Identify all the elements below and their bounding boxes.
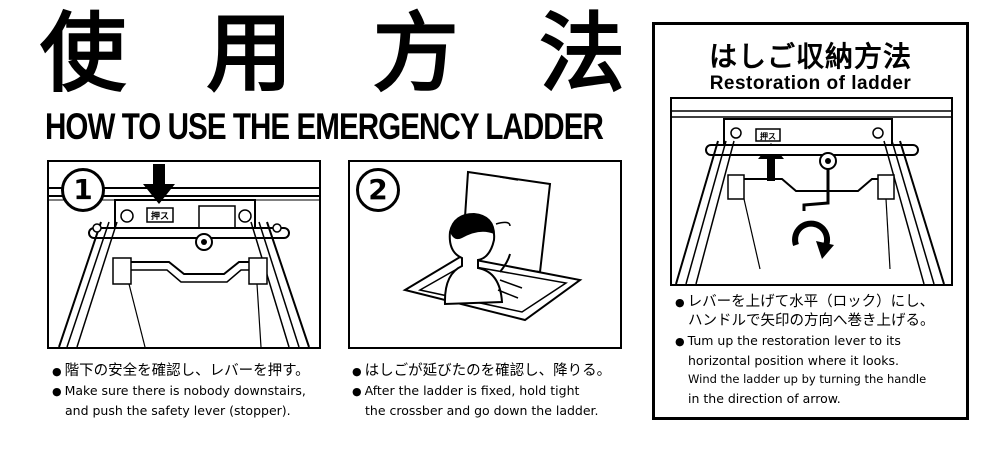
bullet-icon: ● (675, 296, 685, 309)
restoration-caption-en-4: in the direction of arrow. (688, 391, 841, 406)
restoration-caption-jp-1: レバーを上げて水平（ロック）にし、 (687, 294, 935, 310)
step-2-caption-en-2: the crossber and go down the ladder. (365, 403, 599, 418)
restoration-caption-en-2: horizontal position where it looks. (688, 353, 900, 368)
bullet-icon: ● (352, 385, 362, 398)
title-char-3: 方 (372, 4, 459, 104)
title-char-4: 法 (538, 4, 625, 104)
step-2-illustration: 2 (348, 160, 622, 349)
restoration-caption: ●レバーを上げて水平（ロック）にし、 ハンドルで矢印の方向へ巻き上げる。 ●Tu… (675, 293, 935, 408)
bullet-icon: ● (675, 335, 685, 348)
step-2-caption-jp: はしごが延びたのを確認し、降りる。 (364, 363, 612, 379)
restoration-caption-jp-2: ハンドルで矢印の方向へ巻き上げる。 (688, 313, 935, 329)
step-number-1: 1 (61, 168, 105, 212)
restoration-push-tag: 押ス (760, 131, 776, 141)
restoration-section: はしご収納方法 Restoration of ladder 押ス (652, 22, 969, 420)
step-1-caption: ●階下の安全を確認し、レバーを押す。 ●Make sure there is n… (52, 362, 310, 420)
bullet-icon: ● (52, 365, 62, 378)
step-1-caption-en-1: Make sure there is nobody downstairs, (64, 383, 306, 398)
page-title-jp: 使 用 方 法 (40, 6, 625, 102)
restoration-title-jp: はしご収納方法 (708, 40, 912, 73)
restoration-illustration: 押ス (670, 97, 953, 286)
page-title-en: HOW TO USE THE EMERGENCY LADDER (45, 106, 604, 147)
bullet-icon: ● (352, 365, 362, 378)
hatch-mechanism-drawing: 押ス (49, 164, 319, 347)
restoration-caption-en-3: Wind the ladder up by turning the handle (688, 372, 927, 386)
bullet-icon: ● (52, 385, 62, 398)
restoration-mechanism-drawing: 押ス (672, 110, 951, 284)
step-1-illustration: 押ス 1 (47, 160, 321, 349)
step-1-caption-en-2: and push the safety lever (stopper). (65, 403, 291, 418)
step-1-caption-jp: 階下の安全を確認し、レバーを押す。 (64, 363, 310, 379)
step-number-2: 2 (356, 168, 400, 212)
restoration-caption-en-1: Tum up the restoration lever to its (687, 333, 901, 348)
restoration-title-en: Restoration of ladder (709, 73, 912, 94)
title-char-1: 使 (40, 4, 126, 104)
title-char-2: 用 (206, 4, 293, 104)
step-2-caption-en-1: After the ladder is fixed, hold tight (364, 383, 580, 398)
rotate-clockwise-icon (792, 220, 831, 251)
person-descending-drawing (402, 170, 583, 322)
step-2-caption: ●はしごが延びたのを確認し、降りる。 ●After the ladder is … (352, 362, 611, 420)
arrow-down-icon (143, 164, 175, 204)
push-tag-label: 押ス (151, 210, 169, 222)
